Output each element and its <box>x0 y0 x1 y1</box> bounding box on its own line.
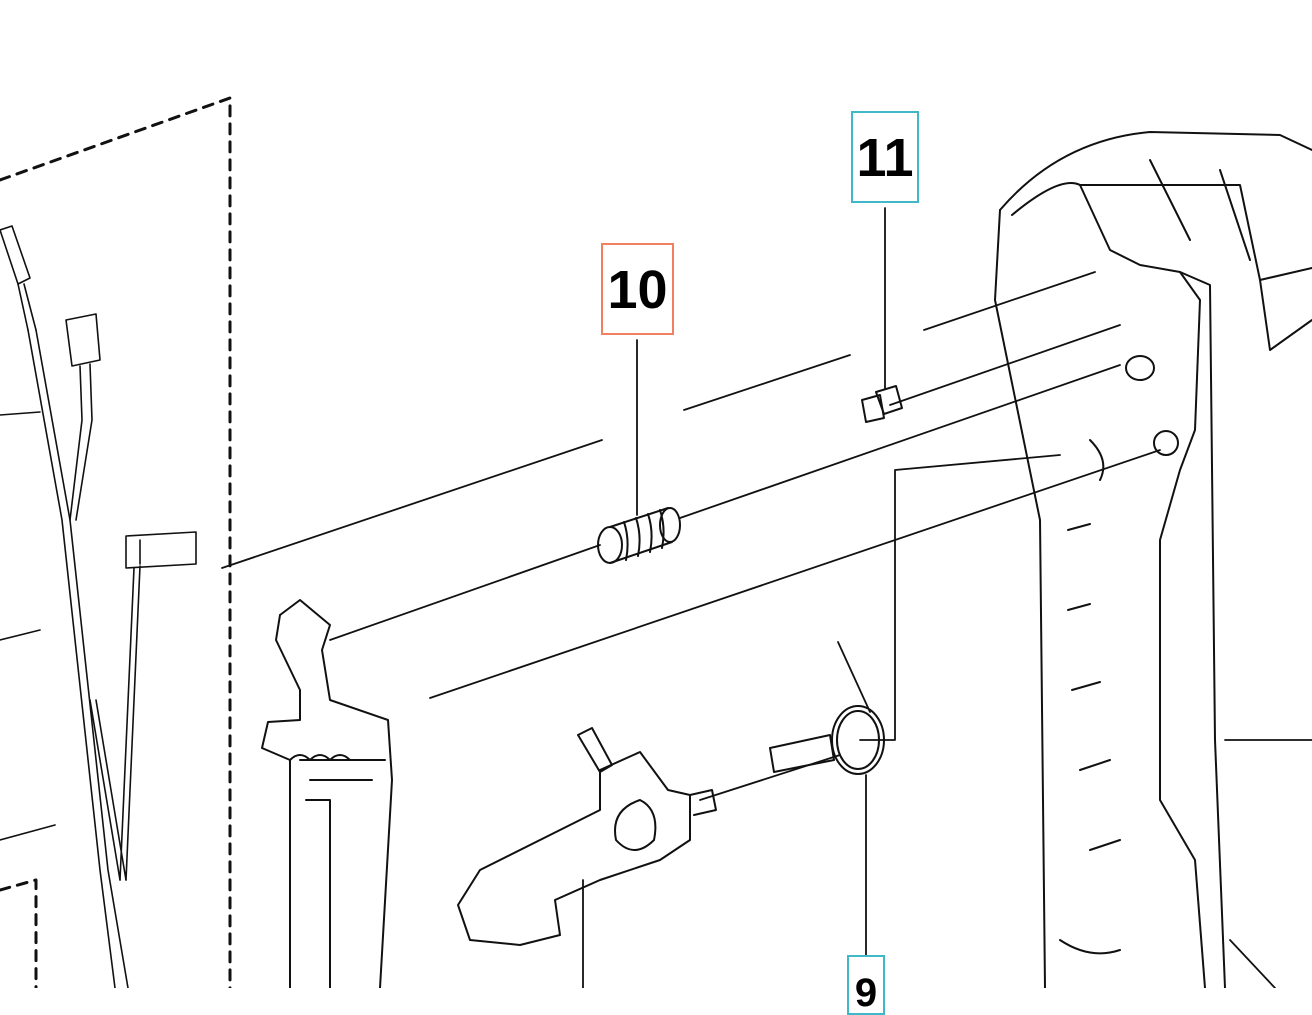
parts-diagram <box>0 96 1312 988</box>
ring-part <box>769 705 885 775</box>
assembly-lines <box>221 271 1312 988</box>
trigger-lever <box>261 599 393 988</box>
handle-housing <box>994 131 1312 988</box>
callout-11[interactable]: 11 <box>851 111 919 203</box>
throttle-trigger <box>457 727 717 946</box>
spring-part <box>597 507 681 564</box>
pin-part <box>861 385 903 423</box>
wire-harness <box>0 225 197 988</box>
dashed-boundary <box>0 96 232 988</box>
callout-10[interactable]: 10 <box>601 243 674 335</box>
callout-9[interactable]: 9 <box>847 955 885 1015</box>
